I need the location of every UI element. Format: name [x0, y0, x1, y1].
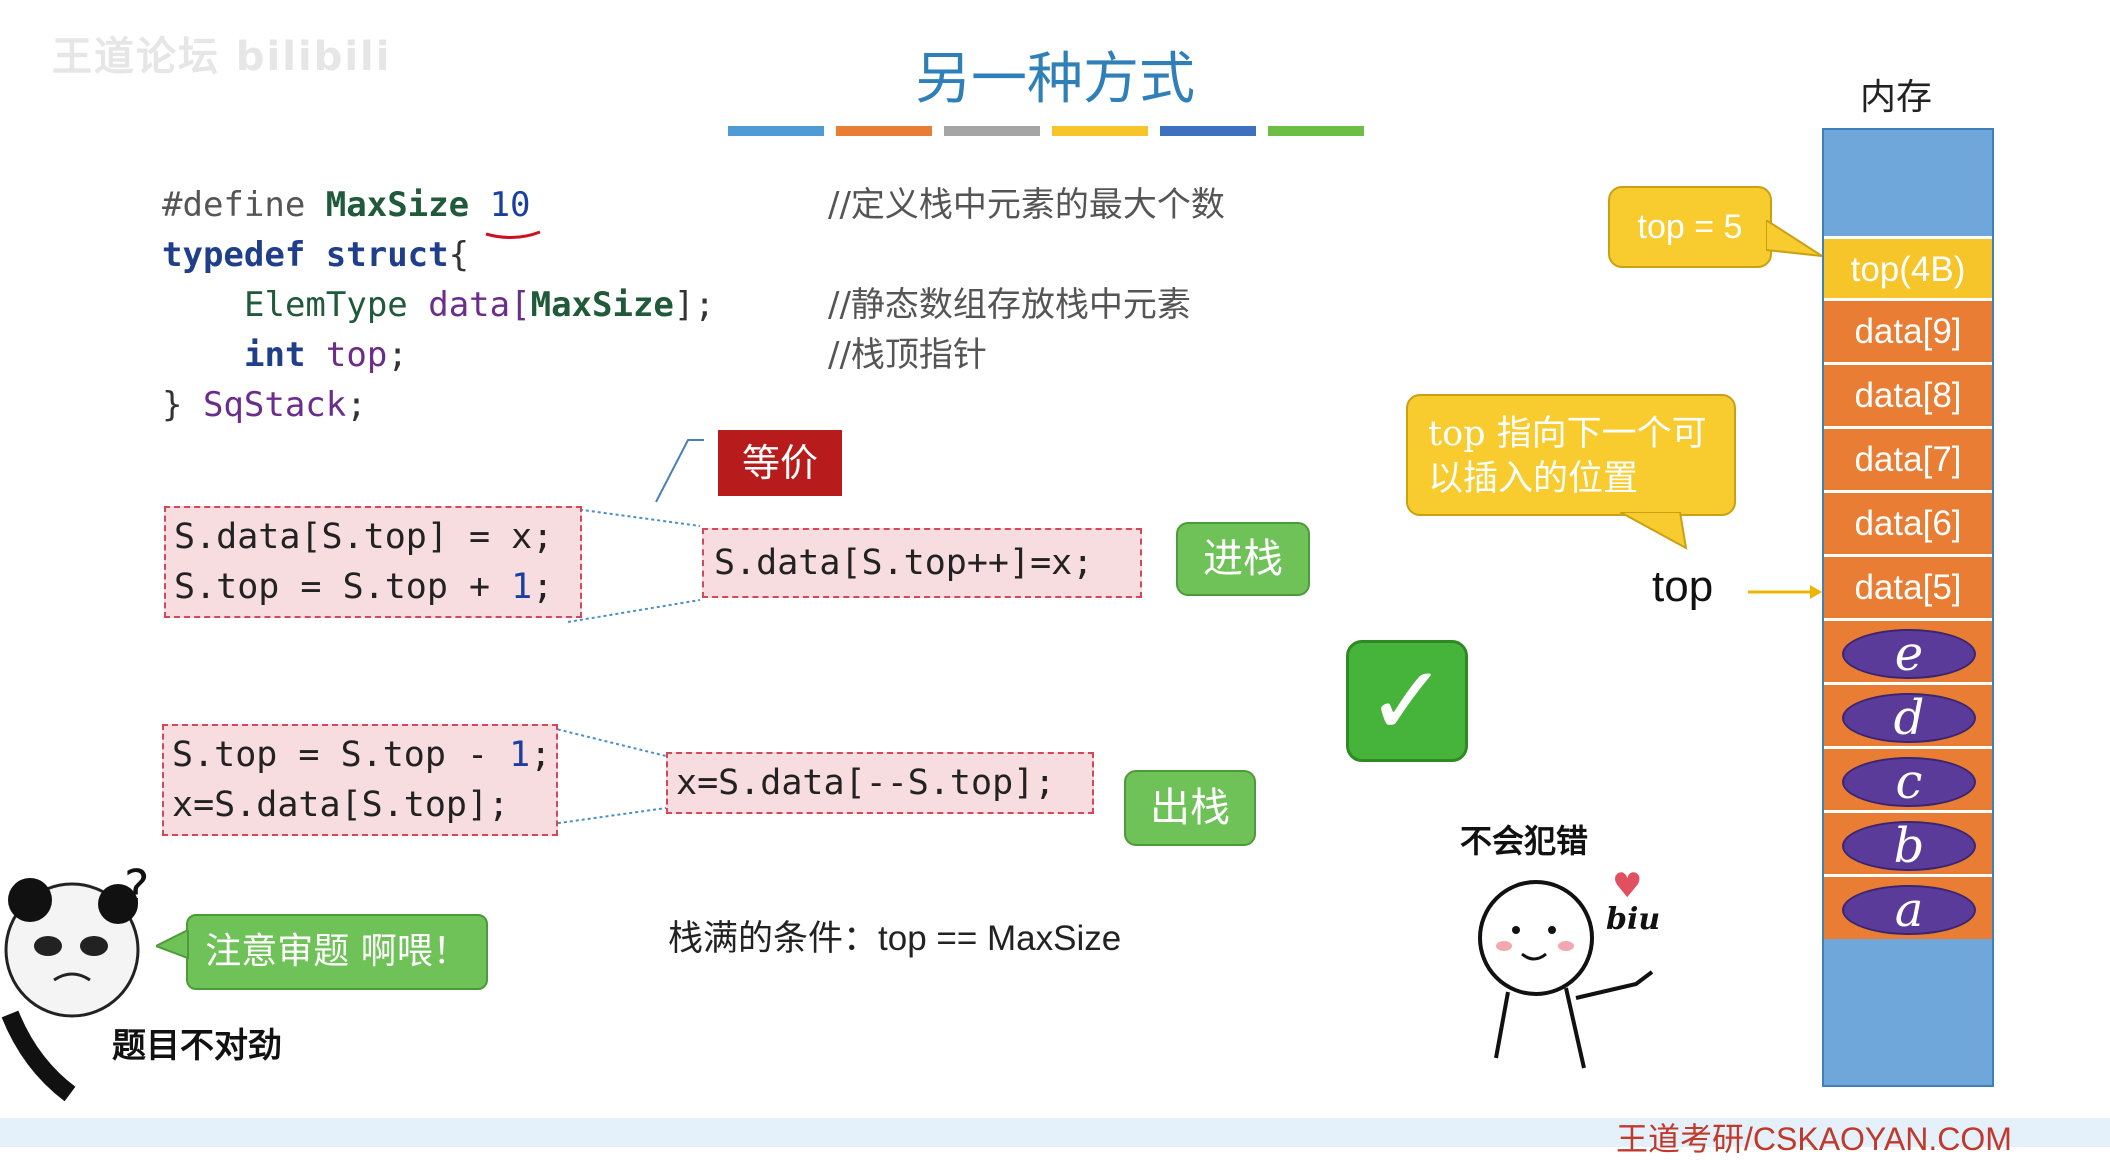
code-brace: {	[448, 235, 470, 275]
comment-data: //静态数组存放栈中元素	[828, 285, 1191, 325]
code-type: ElemType	[244, 285, 408, 325]
push-line-2: S.top = S.top + 1;	[174, 562, 572, 612]
code-keyword: typedef	[162, 235, 306, 275]
code-field: data[	[407, 285, 531, 325]
panda-meme-icon: ?	[1, 864, 149, 1102]
top-points-callout: top 指向下一个可以插入的位置	[1406, 394, 1736, 516]
memory-element-cell: a	[1824, 874, 1992, 939]
svg-text:?: ?	[124, 864, 149, 916]
full-condition: 栈满的条件：top == MaxSize	[668, 919, 1122, 958]
watermark: 王道论坛 bilibili	[52, 34, 392, 80]
code-end: ;	[346, 385, 367, 425]
push-line-2-end: ;	[532, 567, 554, 607]
memory-top-cell: top(4B)	[1824, 236, 1992, 301]
comment-top: //栈顶指针	[828, 335, 987, 375]
title-bar-1	[728, 126, 824, 136]
code-brace: }	[162, 385, 203, 425]
heart-icon: ♥	[1612, 866, 1643, 906]
top-points-pointer	[1620, 512, 1688, 550]
memory-cell: data[8]	[1824, 362, 1992, 427]
top-points-text: top 指向下一个可以插入的位置	[1428, 414, 1707, 499]
push-line-2-text: S.top = S.top +	[174, 567, 512, 607]
push-line-1: S.data[S.top] = x;	[174, 517, 554, 557]
push-tag-text: 进栈	[1203, 536, 1283, 582]
pop-tag: 出栈	[1124, 770, 1256, 846]
memory-element-cell: d	[1824, 682, 1992, 747]
title-bar-6	[1268, 126, 1364, 136]
memory-element-cell: c	[1824, 746, 1992, 811]
memory-cell: data[9]	[1824, 298, 1992, 363]
code-keyword: int	[244, 335, 306, 375]
title-bar-2	[836, 126, 932, 136]
code-name: SqStack	[202, 385, 347, 425]
pop-line-1: S.top = S.top - 1;	[172, 730, 552, 780]
code-end: ];	[673, 285, 715, 325]
meme-caption: 题目不对劲	[112, 1026, 282, 1066]
push-combined-box: S.data[S.top++]=x;	[702, 528, 1142, 598]
pop-tag-text: 出栈	[1150, 785, 1230, 831]
memory-element-cell: e	[1824, 618, 1992, 683]
push-tag: 进栈	[1176, 522, 1310, 596]
biu-text: biu	[1606, 902, 1661, 937]
element-oval: e	[1842, 629, 1976, 679]
attention-pointer	[156, 930, 189, 960]
pop-line-1-text: S.top = S.top -	[172, 735, 510, 775]
bottom-strip	[0, 1118, 2110, 1147]
code-name: MaxSize	[530, 285, 674, 325]
push-two-step-box: S.data[S.top] = x; S.top = S.top + 1;	[164, 506, 582, 618]
title-bar-5	[1160, 126, 1256, 136]
equiv-label: 等价	[718, 430, 842, 496]
code-line-close: } SqStack;	[162, 380, 367, 430]
code-line-top: int top;	[244, 330, 408, 380]
memory-label: 内存	[1860, 77, 1933, 118]
attention-text: 注意审题 啊喂！	[205, 931, 469, 972]
never-wrong-caption: 不会犯错	[1460, 822, 1589, 860]
footer-site: 王道考研/CSKAOYAN.COM	[1616, 1121, 2012, 1157]
attention-callout: 注意审题 啊喂！	[186, 914, 488, 990]
equiv-label-text: 等价	[741, 441, 818, 485]
pop-line-1-number: 1	[509, 735, 531, 775]
push-line-2-number: 1	[511, 567, 533, 607]
pop-two-step-box: S.top = S.top - 1; x=S.data[S.top];	[162, 724, 558, 836]
underline-10	[485, 230, 541, 239]
title-bar-3	[944, 126, 1040, 136]
code-line-data: ElemType data[MaxSize];	[244, 280, 715, 330]
memory-cell: data[5]	[1824, 554, 1992, 619]
memory-cell: data[6]	[1824, 490, 1992, 555]
check-icon: ✓	[1346, 640, 1468, 762]
memory-column: top(4B) data[9] data[8] data[7] data[6] …	[1822, 128, 1994, 1087]
pop-line-1-end: ;	[530, 735, 552, 775]
element-oval: a	[1842, 885, 1976, 935]
top-eq-pointer	[1766, 220, 1823, 257]
code-field: top	[305, 335, 388, 375]
title-bar-4	[1052, 126, 1148, 136]
code-number: 10	[489, 185, 531, 225]
smiling-stickman-icon	[1478, 880, 1654, 1069]
pop-line-2: x=S.data[S.top];	[172, 785, 510, 825]
element-oval: d	[1842, 693, 1976, 743]
top-eq-callout: top = 5	[1608, 186, 1772, 268]
comment-maxsize: //定义栈中元素的最大个数	[828, 185, 1225, 225]
top-eq-text: top = 5	[1637, 208, 1743, 246]
slide-title: 另一种方式	[915, 47, 1195, 112]
code-end: ;	[387, 335, 408, 375]
top-arrow-label: top	[1652, 562, 1714, 611]
code-line-define: #define MaxSize 10	[162, 180, 531, 230]
top-arrow	[1748, 585, 1822, 599]
memory-cell: data[7]	[1824, 426, 1992, 491]
pop-combined-box: x=S.data[--S.top];	[666, 752, 1094, 814]
element-oval: c	[1842, 757, 1976, 807]
code-line-typedef: typedef struct{	[162, 230, 469, 280]
memory-element-cell: b	[1824, 810, 1992, 875]
element-oval: b	[1842, 821, 1976, 871]
code-name: MaxSize	[325, 185, 470, 225]
code-keyword: #define	[162, 185, 306, 225]
code-keyword: struct	[325, 235, 449, 275]
